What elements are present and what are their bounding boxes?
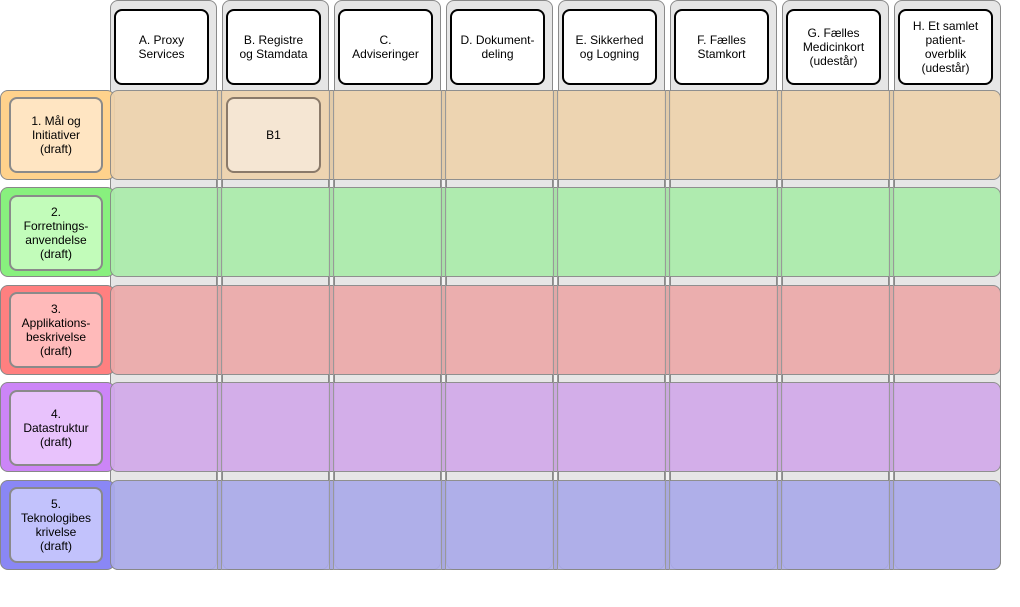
row-band-2 bbox=[110, 187, 1001, 277]
column-divider bbox=[217, 90, 222, 570]
column-divider bbox=[329, 90, 334, 570]
row-header-1[interactable]: 1. Mål og Initiativer (draft) bbox=[9, 97, 103, 173]
column-divider bbox=[553, 90, 558, 570]
column-header-g[interactable]: G. Fælles Medicinkort (udestår) bbox=[786, 9, 881, 85]
column-header-f[interactable]: F. Fælles Stamkort bbox=[674, 9, 769, 85]
row-header-4[interactable]: 4. Datastruktur (draft) bbox=[9, 390, 103, 466]
column-header-h[interactable]: H. Et samlet patient- overblik (udestår) bbox=[898, 9, 993, 85]
column-header-e[interactable]: E. Sikkerhed og Logning bbox=[562, 9, 657, 85]
column-header-b[interactable]: B. Registre og Stamdata bbox=[226, 9, 321, 85]
row-header-3[interactable]: 3. Applikations- beskrivelse (draft) bbox=[9, 292, 103, 368]
column-header-d[interactable]: D. Dokument- deling bbox=[450, 9, 545, 85]
row-band-5 bbox=[110, 480, 1001, 570]
column-header-c[interactable]: C. Adviseringer bbox=[338, 9, 433, 85]
cell-b1[interactable]: B1 bbox=[226, 97, 321, 173]
column-divider bbox=[777, 90, 782, 570]
row-header-2[interactable]: 2. Forretnings- anvendelse (draft) bbox=[9, 195, 103, 271]
row-band-3 bbox=[110, 285, 1001, 375]
column-divider bbox=[441, 90, 446, 570]
row-band-4 bbox=[110, 382, 1001, 472]
row-header-5[interactable]: 5. Teknologibes krivelse (draft) bbox=[9, 487, 103, 563]
column-divider bbox=[889, 90, 894, 570]
column-header-a[interactable]: A. Proxy Services bbox=[114, 9, 209, 85]
column-divider bbox=[665, 90, 670, 570]
